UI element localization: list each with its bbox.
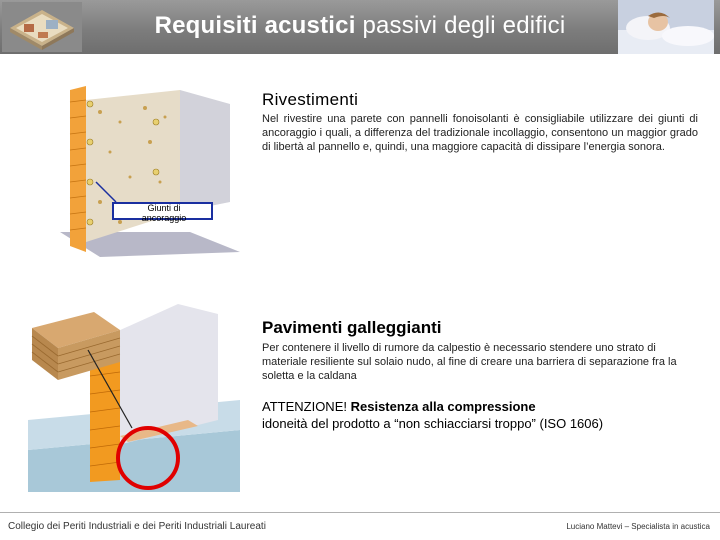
page-title: Requisiti acustici passivi degli edifici [0, 12, 720, 40]
section-text-rivestimenti: Nel rivestire una parete con pannelli fo… [262, 113, 698, 153]
floating-floor-illustration [28, 304, 240, 492]
callout-line-2: ancoraggio [141, 213, 187, 223]
warning-block: ATTENZIONE! Resistenza alla compressione… [262, 398, 702, 432]
footer-right-text: Luciano Mattevi – Specialista in acustic… [566, 522, 710, 531]
footer-divider [0, 512, 720, 513]
title-rest: passivi degli edifici [355, 12, 566, 39]
section-title-pavimenti: Pavimenti galleggianti [262, 318, 442, 337]
footer-left-text: Collegio dei Periti Industriali e dei Pe… [8, 521, 266, 532]
wall-cladding-illustration [60, 86, 240, 257]
header-bar: Requisiti acustici passivi degli edifici [0, 0, 720, 54]
section-title-rivestimenti: Rivestimenti [262, 90, 359, 109]
callout-label: Giunti di ancoraggio [118, 203, 210, 223]
sleeping-person-photo [618, 0, 714, 54]
warning-line-2: idoneità del prodotto a “non schiacciars… [262, 416, 604, 431]
section-text-pavimenti: Per contenere il livello di rumore da ca… [262, 342, 677, 382]
warning-prefix: ATTENZIONE! [262, 399, 351, 414]
warning-bold: Resistenza alla compressione [350, 399, 536, 414]
house-illustration-icon [2, 2, 82, 52]
warning-line-1: ATTENZIONE! Resistenza alla compressione [262, 398, 702, 415]
callout-box [112, 202, 213, 220]
callout-line-1: Giunti di [147, 203, 181, 213]
title-bold: Requisiti acustici [154, 12, 356, 39]
